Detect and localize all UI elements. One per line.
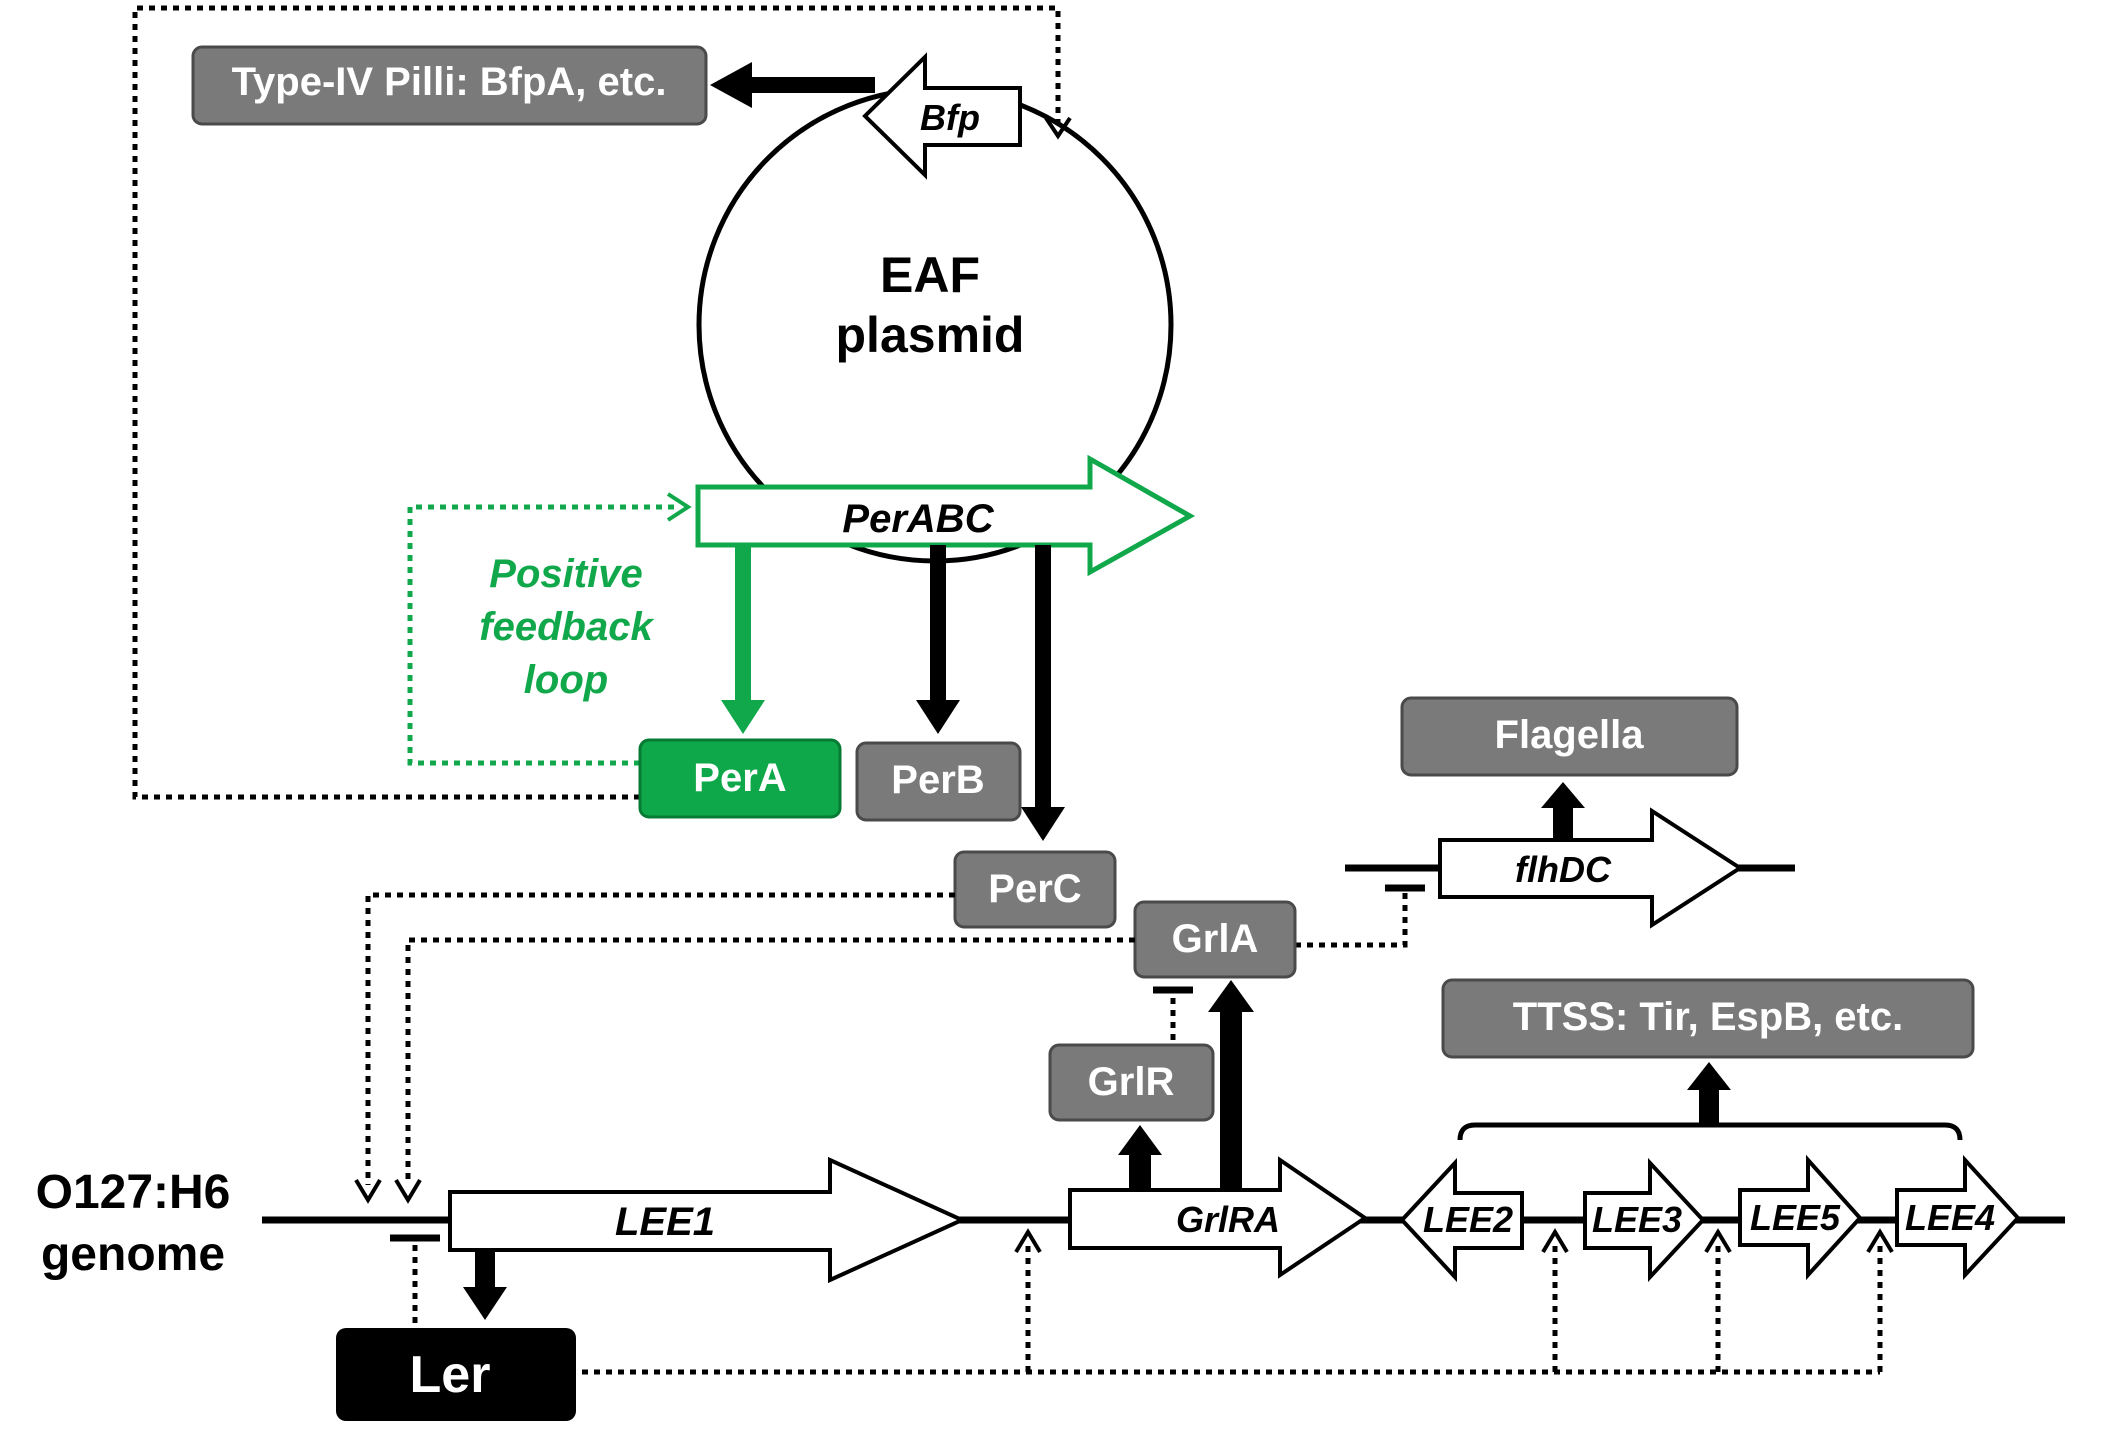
lee2-gene-arrow: [1399, 1157, 1524, 1283]
flhdc-to-flagella-arrow-head: [1541, 782, 1585, 808]
lee4-gene-arrow: [1895, 1154, 2021, 1281]
ler-label: Ler: [410, 1346, 491, 1404]
grlra-gene-arrow: [1068, 1156, 1369, 1279]
lee-to-ttss-arrow-shaft: [1699, 1085, 1719, 1125]
lee1-to-ler-arrow-head: [463, 1287, 507, 1320]
lee1-gene-arrow: [448, 1156, 967, 1284]
flagella-box: [1400, 696, 1739, 777]
ler-to-grlra-activation-arrowhead: [1014, 1228, 1042, 1254]
plasmid-label-line1: EAF: [880, 247, 980, 303]
flhdc-gene-arrow: [1438, 807, 1744, 929]
grlr-label: GrlR: [1088, 1060, 1175, 1104]
pera-box: [638, 738, 842, 819]
lee5-gene-label: LEE5: [1750, 1197, 1841, 1238]
lee3-gene-arrow: [1583, 1157, 1706, 1283]
ttss-label: TTSS: Tir, EspB, etc.: [1513, 995, 1903, 1039]
lee-operons-bracket: [1457, 1122, 1963, 1141]
bfp-to-pilli-arrow-head: [710, 62, 752, 108]
grla-to-lee1-regulation-line: [405, 937, 1135, 1185]
pera-to-bfp-regulation-line: [132, 5, 1061, 800]
type-iv-pilli-label: Type-IV Pilli: BfpA, etc.: [232, 60, 667, 104]
ler-to-lee5-activation-arrowhead: [1704, 1228, 1732, 1254]
type-iv-pilli-box: [191, 45, 708, 126]
feedback-label-line2: feedback: [479, 605, 654, 649]
grla-to-flhdc-repression-line: [1295, 893, 1408, 948]
bfp-gene-label: Bfp: [920, 97, 980, 138]
grla-to-lee1-regulation-arrowhead: [394, 1178, 422, 1204]
pera-label: PerA: [693, 756, 786, 800]
plasmid-label-line2: plasmid: [836, 307, 1025, 363]
ler-to-lee4-activation-arrowhead: [1866, 1228, 1894, 1254]
perabc-to-perc-arrow-head: [1021, 807, 1065, 841]
perb-label: PerB: [891, 758, 984, 802]
perc-to-lee1-regulation-line: [365, 892, 955, 1185]
grlra-to-grla-arrow-head: [1208, 980, 1254, 1012]
perabc-gene-label: PerABC: [842, 497, 994, 541]
positive-feedback-loop-arrowhead: [666, 492, 692, 522]
bfp-to-pilli-arrow-shaft: [740, 77, 875, 93]
grlra-to-grla-arrow-shaft: [1220, 1008, 1242, 1188]
lee1-gene-label: LEE1: [615, 1200, 715, 1244]
perabc-to-perb-arrow-head: [916, 700, 960, 734]
flhdc-gene-label: flhDC: [1515, 849, 1612, 890]
bfp-gene-arrow: [862, 52, 1022, 180]
grla-label: GrlA: [1172, 917, 1259, 961]
feedback-label-line1: Positive: [489, 552, 642, 596]
flagella-label: Flagella: [1495, 713, 1645, 757]
flhdc-to-flagella-arrow-shaft: [1553, 805, 1573, 840]
grlra-gene-label: GrlRA: [1176, 1199, 1280, 1240]
grlr-box: [1048, 1043, 1215, 1122]
ler-box: [336, 1328, 576, 1421]
lee1-to-ler-arrow-shaft: [475, 1250, 495, 1290]
perb-box: [855, 741, 1022, 822]
genome-label-line1: O127:H6: [36, 1166, 231, 1219]
lee2-gene-label: LEE2: [1423, 1199, 1513, 1240]
feedback-label-line3: loop: [524, 658, 608, 702]
perc-label: PerC: [988, 867, 1081, 911]
lee-to-ttss-arrow-head: [1687, 1062, 1731, 1090]
perabc-gene-arrow: [695, 454, 1196, 577]
grlra-to-grlr-arrow-shaft: [1129, 1150, 1151, 1190]
perabc-to-pera-arrow-head: [721, 700, 765, 734]
lee3-gene-label: LEE3: [1592, 1199, 1682, 1240]
ler-to-lee3-activation-arrowhead: [1541, 1228, 1569, 1254]
ttss-box: [1441, 978, 1975, 1059]
lee4-gene-label: LEE4: [1905, 1197, 1995, 1238]
perc-to-lee1-regulation-arrowhead: [354, 1178, 382, 1204]
perc-box: [953, 850, 1117, 929]
pera-to-bfp-regulation-arrowhead: [1044, 116, 1072, 140]
genome-label-line2: genome: [41, 1228, 225, 1281]
lee5-gene-arrow: [1738, 1154, 1863, 1281]
grlra-to-grlr-arrow-head: [1118, 1125, 1162, 1155]
